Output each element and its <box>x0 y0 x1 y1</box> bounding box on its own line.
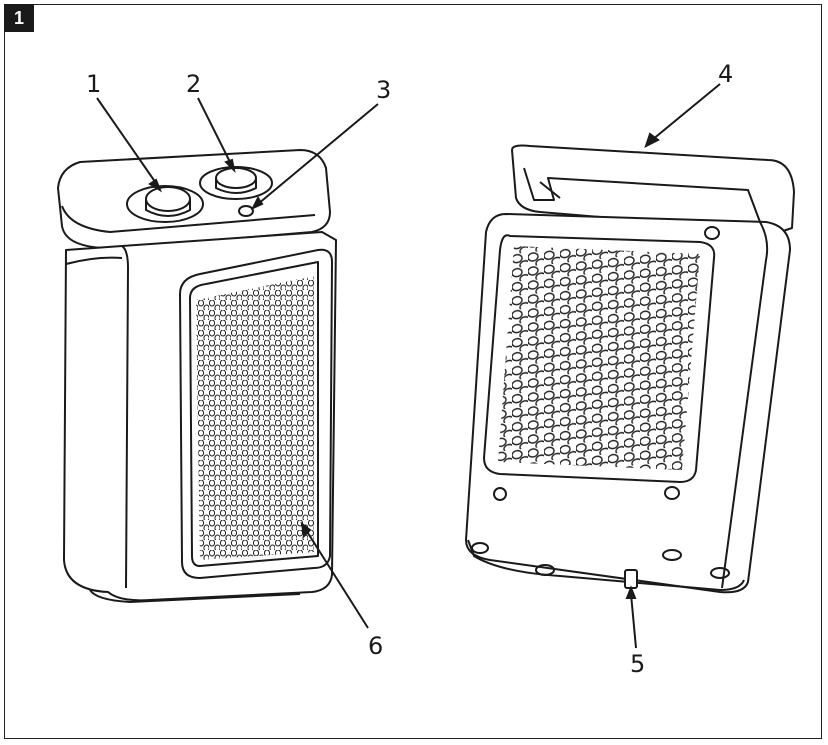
leader-lines <box>96 83 721 649</box>
thermostat-knob <box>126 185 204 223</box>
air-outlet-perforations <box>196 276 314 560</box>
tip-over-switch <box>624 569 638 589</box>
figure-frame <box>4 4 822 739</box>
callout-2: 2 <box>186 70 202 98</box>
callout-6: 6 <box>368 632 384 660</box>
figure-number-badge: 1 <box>4 4 34 32</box>
heater-front-view <box>57 149 337 603</box>
carry-handle <box>511 144 795 233</box>
callout-1: 1 <box>86 70 102 98</box>
heater-rear-view <box>465 144 795 594</box>
callout-5: 5 <box>630 650 646 678</box>
callout-3: 3 <box>376 76 392 104</box>
power-indicator-light <box>238 205 254 217</box>
callout-4: 4 <box>718 60 734 88</box>
mode-knob <box>199 166 273 200</box>
